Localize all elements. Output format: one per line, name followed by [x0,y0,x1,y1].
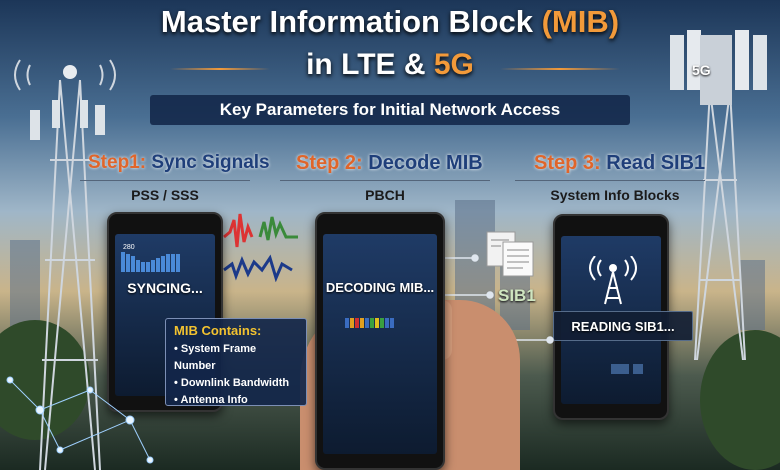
step-label: Decode MIB [368,152,483,174]
divider [500,68,620,70]
sync-bars [121,252,181,274]
building [10,240,40,330]
status-text: READING SIB1... [571,319,675,334]
ui-block [633,364,643,374]
ui-block [611,364,629,374]
mib-heading: MIB Contains: [174,323,262,338]
antenna-icon [589,256,637,305]
mib-item: • Antenna Info [174,394,248,406]
cell-tower-right-icon [670,30,767,360]
page-title-line2: in LTE & 5G [0,48,780,82]
step-3-sub: System Info Blocks [550,187,680,203]
document-icon [486,231,534,277]
title2-accent: 5G [433,48,474,81]
mib-item: • Downlink Bandwidth [174,377,290,389]
divider [80,180,250,181]
step-2-heading: Step 2: Decode MIB [296,152,483,175]
screen-number: 280 [123,244,135,251]
cell-tower-left-icon [14,59,116,470]
page-title: Master Information Block (MIB) [0,4,780,40]
tree [700,330,780,470]
title-main: Master Information Block [160,4,542,39]
step-1-heading: Step1: Sync Signals [88,152,270,174]
step-number: Step 2: [296,152,363,174]
step-2-sub: PBCH [365,187,405,203]
step-1-sub: PSS / SSS [131,187,199,203]
divider [515,180,705,181]
building [740,260,765,330]
mib-item-text: System Frame Number [174,343,257,372]
decode-bars [345,310,395,328]
status-text: DECODING MIB... [325,280,435,295]
mib-item-text: Antenna Info [180,394,248,406]
phone-screen: DECODING MIB... [323,234,437,454]
signal-waveform-icon [223,213,298,282]
mib-item-text: Downlink Bandwidth [180,377,290,389]
network-graph-icon [6,376,154,464]
mib-contents-panel: MIB Contains: • System Frame Number • Do… [165,318,307,406]
sib1-label: SIB1 [498,286,536,305]
mib-item: • System Frame Number [174,343,257,372]
step-number: Step 3: [534,152,601,174]
status-text: SYNCING... [127,280,203,296]
step-label: Read SIB1 [606,152,706,174]
phone-decoding: DECODING MIB... [315,212,445,470]
title2-main: in LTE & [306,48,434,81]
step-number: Step1: [88,152,147,173]
divider [280,180,490,181]
step-3-heading: Step 3: Read SIB1 [534,152,705,175]
title-accent: (MIB) [541,4,620,39]
divider [170,68,270,70]
reading-sib1-label: READING SIB1... [553,311,693,341]
step-label: Sync Signals [151,152,270,173]
subtitle-banner: Key Parameters for Initial Network Acces… [150,95,630,125]
tower-5g-label: 5G [692,62,711,78]
